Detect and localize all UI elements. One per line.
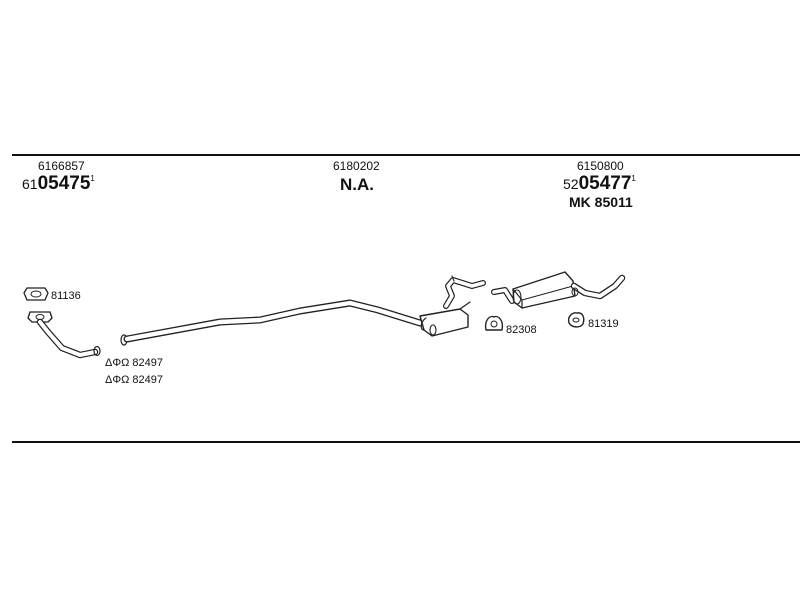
- gasket-icon: [23, 287, 49, 301]
- front-pipe-ref-code: 6166857: [38, 159, 85, 173]
- front-pipe-part-number: 61054751: [22, 173, 95, 194]
- rubber-mount-icon: [567, 312, 585, 328]
- bracket-part-label: 82308: [506, 324, 537, 336]
- rear-silencer-part-number: 52054771: [563, 173, 636, 194]
- middle-pipe-icon: [120, 299, 424, 346]
- gasket-part-label: 81136: [51, 290, 81, 302]
- middle-pipe-status: N.A.: [340, 175, 374, 194]
- bracket-icon: [484, 315, 504, 331]
- clamp-part-label-1: ΔΦΩ 82497: [105, 357, 163, 369]
- rear-silencer-ref-code: 6150800: [577, 159, 624, 173]
- top-divider: [12, 154, 800, 156]
- front-pipe-icon: [27, 311, 101, 359]
- mounting-kit-number: MK 85011: [569, 194, 633, 210]
- middle-pipe-ref-code: 6180202: [333, 159, 380, 173]
- rear-silencer-icon: [491, 271, 626, 309]
- rubber-mount-part-label: 81319: [588, 318, 619, 330]
- clamp-part-label-2: ΔΦΩ 82497: [105, 374, 163, 386]
- bottom-divider: [12, 441, 800, 443]
- middle-silencer-icon: [419, 275, 486, 337]
